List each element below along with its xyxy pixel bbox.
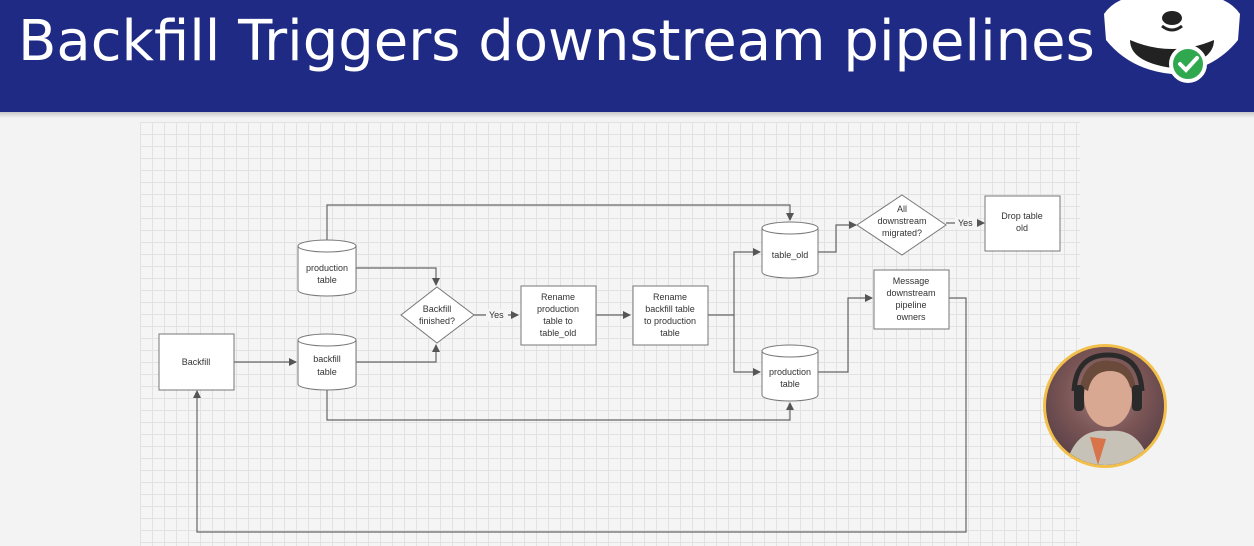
message-owners-label-3: pipeline <box>895 300 926 310</box>
diagram-canvas <box>140 122 1080 546</box>
table-old-node: table_old <box>761 221 819 279</box>
production-table-1-label-1: production <box>306 263 348 273</box>
rename-backfill-node: Rename backfill table to production tabl… <box>632 285 709 346</box>
rename-production-label-4: table_old <box>540 328 577 338</box>
rename-production-label-2: production <box>537 304 579 314</box>
message-owners-label-4: owners <box>896 312 926 322</box>
backfill-finished-label-2: finished? <box>419 316 455 326</box>
drop-table-node: Drop table old <box>984 195 1061 252</box>
production-table-2-label-2: table <box>780 379 800 389</box>
rename-production-node: Rename production table to table_old <box>520 285 597 346</box>
edge-backfill-table-bottom-to-production-2 <box>326 390 794 421</box>
backfill-node-label: Backfill <box>182 357 211 367</box>
yes-label-2: Yes <box>958 218 973 228</box>
banner-shadow <box>0 112 1254 118</box>
presenter-webcam-icon <box>1043 344 1167 468</box>
production-table-1-node: production table <box>297 239 357 297</box>
all-migrated-label-2: downstream <box>877 216 926 226</box>
edge-backfill-table-to-finished <box>356 344 440 363</box>
title-banner: Backfill Triggers downstream pipelines <box>0 0 1254 112</box>
drop-table-label-1: Drop table <box>1001 211 1043 221</box>
message-owners-node: Message downstream pipeline owners <box>873 269 950 330</box>
table-old-label: table_old <box>772 250 809 260</box>
production-table-2-label-1: production <box>769 367 811 377</box>
edge-rename-backfill-to-production-2 <box>733 315 761 376</box>
backfill-table-node: backfill table <box>297 333 357 391</box>
backfill-table-label-1: backfill <box>313 354 341 364</box>
rename-production-label-1: Rename <box>541 292 575 302</box>
backfill-table-label-2: table <box>317 367 337 377</box>
flow-edges <box>193 204 985 533</box>
edge-table-old-to-all-migrated <box>818 221 857 253</box>
edge-rename-backfill-to-table-old <box>708 248 761 316</box>
edge-message-loop-to-backfill <box>193 297 967 533</box>
message-owners-label-1: Message <box>893 276 930 286</box>
rename-backfill-label-2: backfill table <box>645 304 695 314</box>
rename-production-label-3: table to <box>543 316 573 326</box>
all-migrated-decision: All downstream migrated? <box>856 194 947 256</box>
backfill-finished-decision: Backfill finished? <box>400 286 475 344</box>
message-owners-label-2: downstream <box>886 288 935 298</box>
production-table-1-label-2: table <box>317 275 337 285</box>
backfill-node: Backfill <box>158 333 235 391</box>
backfill-finished-label-1: Backfill <box>423 304 452 314</box>
slide-title: Backfill Triggers downstream pipelines <box>18 9 1095 74</box>
rename-backfill-label-1: Rename <box>653 292 687 302</box>
all-migrated-label-3: migrated? <box>882 228 922 238</box>
rename-backfill-label-4: table <box>660 328 680 338</box>
edge-production-top-to-table-old <box>326 204 794 242</box>
rename-backfill-label-3: to production <box>644 316 696 326</box>
presenter-silhouette <box>1046 347 1164 465</box>
production-table-2-node: production table <box>761 344 819 402</box>
drop-table-label-2: old <box>1016 223 1028 233</box>
edge-production-2-to-message <box>818 294 873 373</box>
edge-production-to-finished <box>356 267 440 286</box>
yes-label-1: Yes <box>489 310 504 320</box>
panda-check-logo-icon <box>1104 0 1240 83</box>
all-migrated-label-1: All <box>897 204 907 214</box>
